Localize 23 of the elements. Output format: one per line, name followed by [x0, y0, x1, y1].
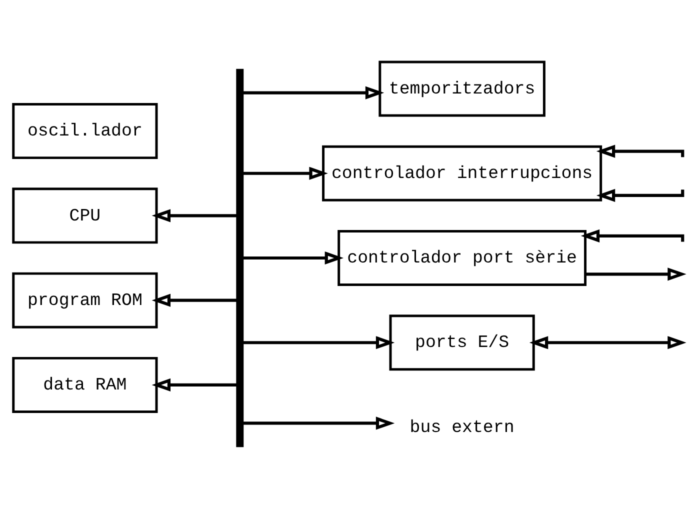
node-box: program ROM — [12, 272, 158, 328]
node-bar — [236, 68, 244, 448]
arrow — [242, 416, 395, 430]
node-box: controlador interrupcions — [322, 145, 602, 202]
node-box: data RAM — [12, 356, 158, 413]
arrow — [242, 251, 344, 265]
node-box: controlador port sèrie — [338, 230, 586, 286]
node-box: temporitzadors — [378, 60, 546, 117]
arrow — [585, 268, 686, 281]
arrow — [152, 378, 237, 392]
arrow — [580, 229, 684, 242]
arrow — [242, 336, 395, 350]
arrow — [596, 144, 684, 158]
arrow — [152, 294, 237, 307]
arrow — [152, 209, 237, 222]
node-text: bus extern — [410, 418, 514, 438]
arrow — [529, 336, 686, 350]
arrow — [242, 86, 384, 100]
node-box: CPU — [12, 188, 158, 244]
arrow — [242, 166, 328, 180]
node-box: ports E/S — [389, 314, 535, 371]
arrow — [596, 188, 684, 202]
node-box: oscil.lador — [12, 103, 158, 160]
